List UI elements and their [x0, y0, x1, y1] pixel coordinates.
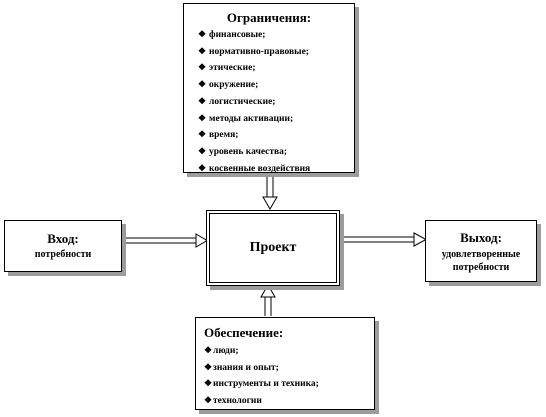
bullet-icon: ❖	[204, 361, 213, 372]
constraints-box: Ограничения: ❖финансовые; ❖нормативно-пр…	[183, 3, 355, 174]
support-list: ❖люди; ❖знания и опыт; ❖инструменты и те…	[204, 343, 374, 410]
list-item: ❖логистические;	[198, 94, 354, 111]
arrow-input-to-project	[123, 233, 208, 248]
list-item: ❖знания и опыт;	[204, 360, 374, 377]
bullet-icon: ❖	[198, 162, 207, 173]
arrow-constraints-to-project	[262, 174, 278, 210]
list-item: ❖окружение;	[198, 77, 354, 94]
list-item: ❖методы активации;	[198, 111, 354, 128]
list-item: ❖уровень качества;	[198, 144, 354, 161]
bullet-icon: ❖	[198, 129, 207, 140]
list-item: ❖время;	[198, 127, 354, 144]
bullet-icon: ❖	[204, 395, 213, 406]
output-box: Выход: удовлетворенные потребности	[425, 220, 537, 282]
bullet-icon: ❖	[198, 45, 207, 56]
list-item: ❖технологии	[204, 393, 374, 410]
support-title: Обеспечение:	[204, 325, 284, 340]
constraints-list: ❖финансовые; ❖нормативно-правовые; ❖этич…	[198, 27, 354, 177]
bullet-icon: ❖	[204, 378, 213, 389]
list-item: ❖финансовые;	[198, 27, 354, 44]
list-item: ❖нормативно-правовые;	[198, 44, 354, 61]
bullet-icon: ❖	[198, 95, 207, 106]
bullet-icon: ❖	[204, 345, 213, 355]
input-text: потребности	[34, 249, 92, 260]
bullet-icon: ❖	[198, 62, 207, 73]
list-item: ❖инструменты и техника;	[204, 376, 374, 393]
project-box: Проект	[206, 210, 340, 286]
support-box: Обеспечение: ❖люди; ❖знания и опыт; ❖инс…	[195, 317, 375, 410]
project-title: Проект	[249, 240, 297, 255]
list-item: ❖этические;	[198, 60, 354, 77]
constraints-title: Ограничения:	[226, 10, 312, 25]
bullet-icon: ❖	[198, 29, 207, 39]
output-title: Выход:	[460, 230, 502, 245]
arrow-support-to-project	[260, 284, 276, 316]
bullet-icon: ❖	[198, 112, 207, 123]
input-box: Вход: потребности	[4, 220, 122, 272]
list-item: ❖косвенные воздействия	[198, 161, 354, 178]
arrow-project-to-output	[340, 232, 428, 247]
bullet-icon: ❖	[198, 79, 207, 90]
input-title: Вход:	[47, 231, 79, 246]
bullet-icon: ❖	[198, 145, 207, 156]
output-text: удовлетворенные потребности	[441, 249, 521, 273]
list-item: ❖люди;	[204, 343, 374, 360]
